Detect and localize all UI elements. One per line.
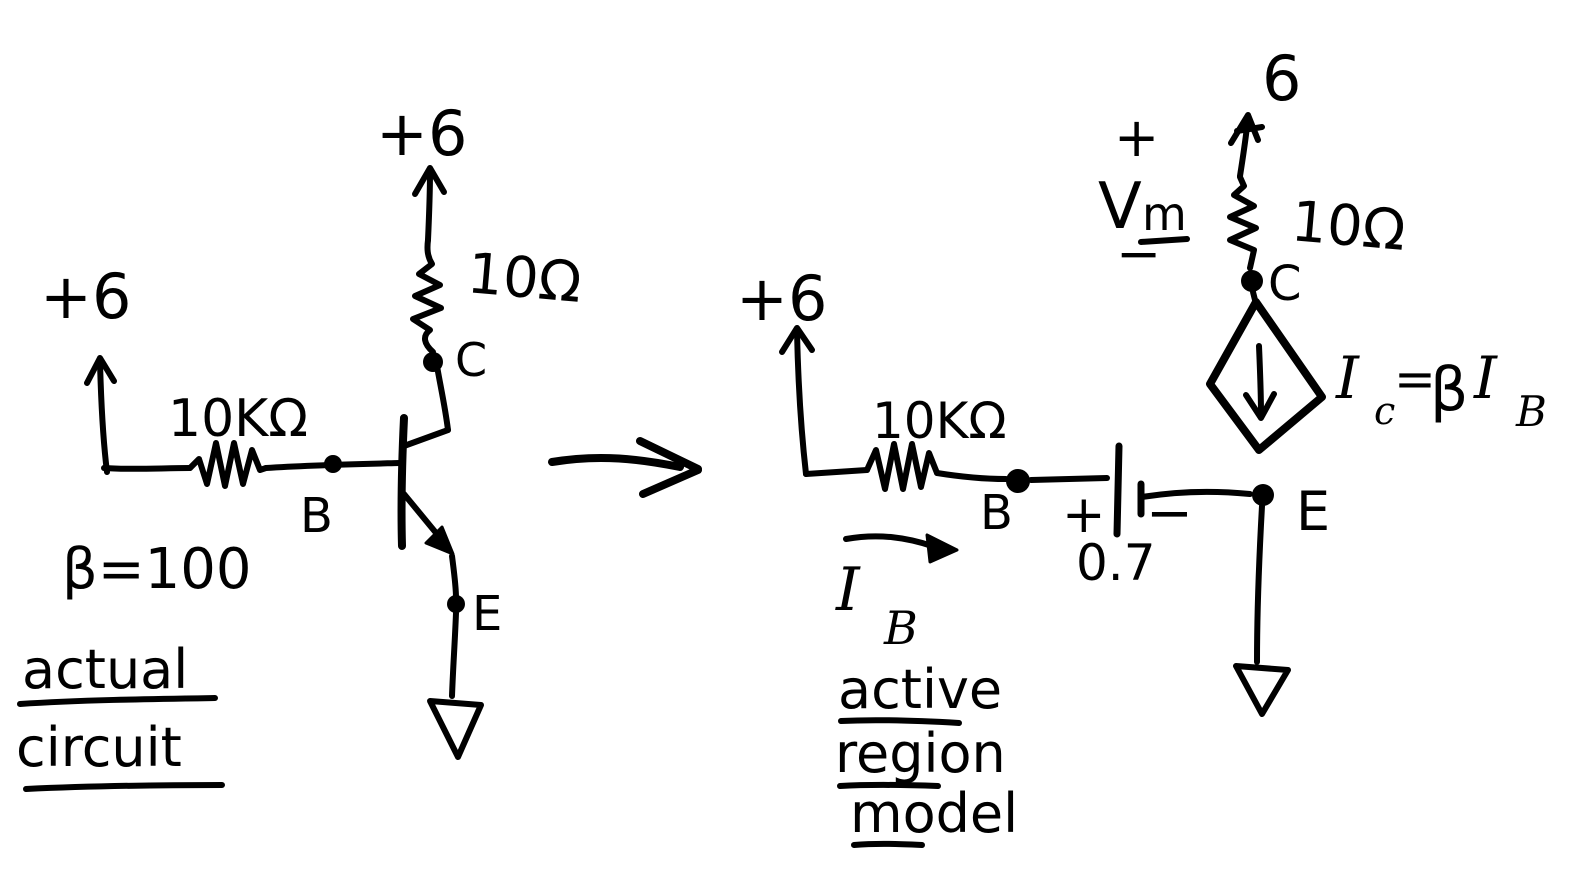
right-collector-node-label: C <box>1268 256 1302 312</box>
base-current-arrowhead-icon <box>925 533 959 564</box>
right-emitter-wire <box>1254 503 1265 665</box>
right-base-wire-2 <box>934 470 1009 482</box>
right-caption-underline-1 <box>838 717 962 726</box>
right-caption-line1: active <box>838 658 1002 721</box>
right-base-supply-wire <box>794 328 809 477</box>
left-emitter-node-label: E <box>472 586 502 642</box>
left-base-supply-label: +6 <box>40 260 131 333</box>
right-collector-resistor <box>1227 174 1259 271</box>
right-caption-line2: region <box>835 722 1006 785</box>
right-emitter-node-dot <box>1252 484 1274 506</box>
right-emitter-node-label: E <box>1296 480 1330 543</box>
right-ground-icon <box>1233 663 1291 717</box>
left-base-node-label: B <box>300 488 333 544</box>
dep-label-symbol2: I <box>1473 344 1498 412</box>
right-base-resistor-label: 10KΩ <box>872 392 1007 450</box>
dep-label-subscript2: B <box>1515 387 1547 436</box>
right-collector-node-dot <box>1241 270 1263 292</box>
left-transistor-collector-lead <box>401 427 451 449</box>
right-wire-b-to-battery <box>1028 475 1110 483</box>
vm-underline <box>1138 236 1190 245</box>
left-base-node-dot <box>324 455 342 473</box>
right-caption-underline-2 <box>837 781 941 789</box>
transform-arrow-shaft <box>548 453 684 471</box>
left-base-supply-wire <box>97 359 110 475</box>
right-base-wire <box>803 467 870 477</box>
vm-plus-label: + <box>1114 106 1159 169</box>
left-emitter-wire-2 <box>449 610 459 699</box>
right-base-supply-label: +6 <box>736 262 827 335</box>
right-caption-line3: model <box>850 782 1018 845</box>
battery-value-label: 0.7 <box>1076 534 1156 592</box>
vm-minus-label: − <box>1116 222 1161 285</box>
right-wire-battery-to-e <box>1139 488 1253 500</box>
left-base-wire <box>101 465 193 472</box>
right-base-resistor <box>864 441 940 492</box>
base-current-subscript: B <box>883 601 918 655</box>
dep-label-beta: β <box>1430 355 1468 425</box>
dependent-source-arrowhead-icon <box>1243 391 1277 421</box>
dep-label-subscript: c <box>1374 389 1395 433</box>
left-collector-wire <box>434 363 451 433</box>
left-beta-label: β=100 <box>62 537 252 602</box>
vm-subscript-label: m <box>1142 187 1187 241</box>
right-collector-supply-label: 6 <box>1262 42 1301 115</box>
left-caption-underline-2 <box>23 782 225 792</box>
left-caption-line1: actual <box>22 638 188 701</box>
right-wire-c-to-diamond <box>1250 289 1259 307</box>
left-collector-supply-arrowhead-icon <box>412 165 447 197</box>
right-caption-underline-3 <box>851 840 925 848</box>
vm-symbol-label: V <box>1098 170 1142 244</box>
dependent-source-arrow-shaft <box>1256 343 1264 417</box>
left-collector-resistor-label: 10Ω <box>465 241 584 316</box>
left-transistor-base-bar <box>397 414 408 550</box>
dependent-current-source-diamond <box>1206 298 1326 454</box>
left-collector-supply-wire <box>425 169 433 243</box>
left-circuit: +6 10KΩ B C 10Ω +6 E β=100 actu <box>16 97 584 792</box>
base-current-symbol: I <box>835 555 861 625</box>
right-base-supply-arrowhead-icon <box>779 325 815 355</box>
left-emitter-wire <box>449 553 459 601</box>
left-ground-icon <box>427 698 484 760</box>
transform-arrow <box>548 437 702 498</box>
left-collector-resistor <box>410 237 444 355</box>
base-current-arrow-shaft <box>843 533 935 549</box>
left-collector-supply-label: +6 <box>376 97 467 170</box>
left-emitter-node-dot <box>447 595 465 613</box>
left-caption-underline-1 <box>17 695 218 707</box>
dep-label-symbol: I <box>1335 344 1360 412</box>
dep-label-equals: = <box>1394 350 1436 408</box>
right-collector-supply-arrowhead-icon <box>1228 112 1265 146</box>
battery-plate-long <box>1113 442 1123 538</box>
left-base-resistor-label: 10KΩ <box>168 389 308 449</box>
right-base-node-label: B <box>980 485 1013 541</box>
battery-plus-label: + <box>1062 485 1106 545</box>
left-emitter-arrowhead-icon <box>424 525 455 556</box>
left-collector-node-label: C <box>455 333 487 387</box>
transform-arrowhead-icon <box>636 437 702 498</box>
right-circuit: +6 10KΩ B I B + − 0.7 E I c = <box>736 42 1547 848</box>
left-base-supply-arrowhead-icon <box>84 355 117 386</box>
right-collector-supply-wire <box>1237 115 1251 179</box>
left-base-resistor <box>187 440 269 489</box>
right-collector-resistor-label: 10Ω <box>1289 189 1408 264</box>
left-caption-line2: circuit <box>16 716 182 779</box>
right-base-node-dot <box>1006 469 1030 493</box>
left-collector-node-dot <box>423 352 443 372</box>
